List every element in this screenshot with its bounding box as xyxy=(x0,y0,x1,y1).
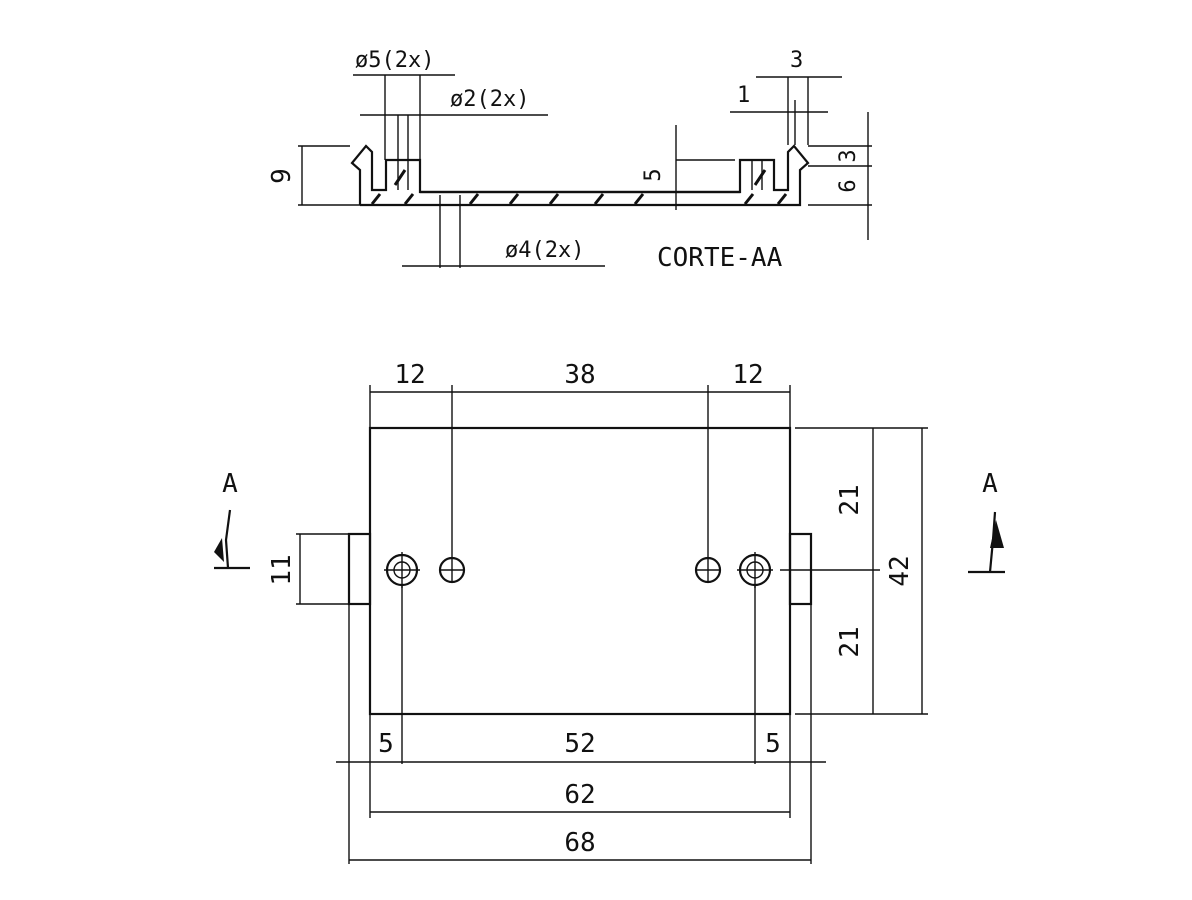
dim-lip: 3 xyxy=(836,149,861,162)
plate-outline xyxy=(368,426,792,716)
dim-wall: 6 xyxy=(836,179,861,192)
section-mark-right-label: A xyxy=(982,469,998,499)
dim-inset-left: 5 xyxy=(378,729,394,759)
left-tab xyxy=(347,532,372,606)
hole-left-outer xyxy=(384,552,420,588)
label-d5: ø5(2x) xyxy=(355,48,434,73)
section-view: ø5(2x) ø2(2x) 9 ø4(2x) 5 CORTE-AA 3 1 xyxy=(267,48,872,273)
dim-half-lower: 21 xyxy=(835,626,865,657)
dim-depth: 5 xyxy=(641,168,666,181)
dim-height: 9 xyxy=(267,168,297,184)
plan-view: 12 38 12 21 21 42 11 5 52 5 62 68 A xyxy=(214,360,1005,864)
dim-left-edge: 12 xyxy=(394,360,425,390)
hole-left-inner xyxy=(438,556,466,584)
section-mark-right: A xyxy=(968,469,1005,574)
hole-right-outer xyxy=(737,552,773,588)
dim-hole-span: 52 xyxy=(564,729,595,759)
dim-total-height: 42 xyxy=(885,555,915,586)
section-mark-left-label: A xyxy=(222,469,238,499)
label-d2: ø2(2x) xyxy=(450,87,529,112)
dim-top-width: 3 xyxy=(790,48,803,73)
dim-right-edge: 12 xyxy=(732,360,763,390)
dim-inset-right: 5 xyxy=(765,729,781,759)
section-title: CORTE-AA xyxy=(657,243,783,273)
dim-overall-width: 68 xyxy=(564,828,595,858)
dim-slot-width: 1 xyxy=(737,83,750,108)
dim-center-spacing: 38 xyxy=(564,360,595,390)
dim-half-upper: 21 xyxy=(835,484,865,515)
label-d4: ø4(2x) xyxy=(505,238,584,263)
section-hatching xyxy=(370,169,788,205)
dim-inner-width: 62 xyxy=(564,780,595,810)
right-tab xyxy=(788,532,813,606)
dim-tab-height: 11 xyxy=(267,554,297,585)
hole-right-inner xyxy=(694,556,722,584)
section-mark-left: A xyxy=(214,469,250,570)
